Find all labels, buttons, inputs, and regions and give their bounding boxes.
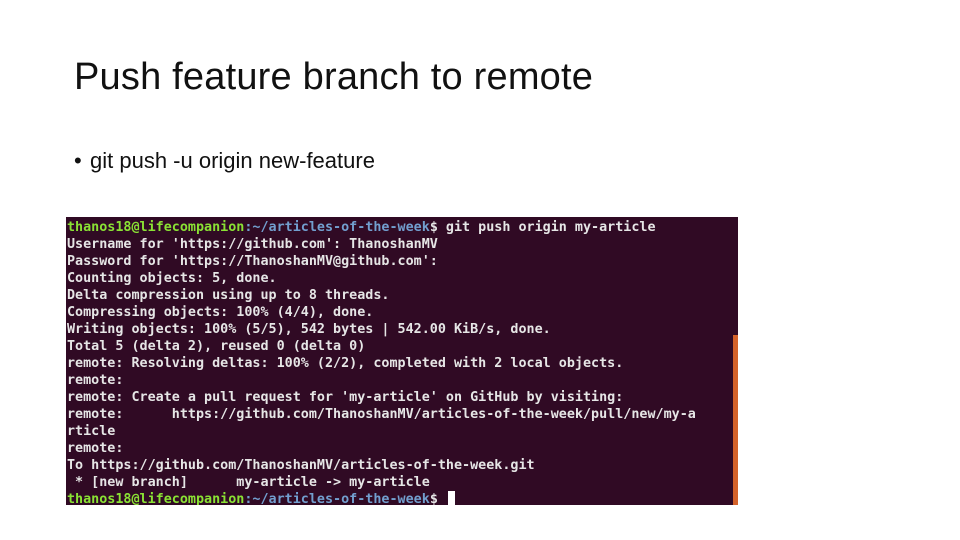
window-edge-accent bbox=[733, 335, 738, 505]
cursor-icon bbox=[447, 491, 455, 505]
terminal-output-line: remote: Resolving deltas: 100% (2/2), co… bbox=[67, 356, 624, 371]
terminal-output-line: remote: Create a pull request for 'my-ar… bbox=[67, 390, 624, 405]
terminal-output-line: remote: bbox=[67, 441, 124, 456]
bullet-list: • git push -u origin new-feature bbox=[74, 148, 375, 174]
bullet-text: git push -u origin new-feature bbox=[90, 148, 375, 173]
prompt-user: thanos18@lifecompanion bbox=[67, 492, 245, 505]
slide-title: Push feature branch to remote bbox=[74, 56, 594, 98]
terminal-output-line: rticle bbox=[67, 424, 116, 439]
terminal-output-line: Delta compression using up to 8 threads. bbox=[67, 288, 390, 303]
terminal-output-line: To https://github.com/ThanoshanMV/articl… bbox=[67, 458, 535, 473]
terminal-output-line: Writing objects: 100% (5/5), 542 bytes |… bbox=[67, 322, 551, 337]
terminal-output-line: Password for 'https://ThanoshanMV@github… bbox=[67, 254, 438, 269]
terminal-output-line: remote: bbox=[67, 373, 124, 388]
terminal-screenshot: thanos18@lifecompanion:~/articles-of-the… bbox=[66, 217, 738, 505]
terminal-final-prompt: thanos18@lifecompanion:~/articles-of-the… bbox=[67, 491, 738, 505]
terminal-command: git push origin my-article bbox=[437, 220, 656, 235]
terminal-output-line: Compressing objects: 100% (4/4), done. bbox=[67, 305, 374, 320]
terminal-output-line: * [new branch] my-article -> my-article bbox=[67, 475, 430, 490]
prompt-path: :~/articles-of-the-week bbox=[244, 220, 430, 235]
prompt-path: :~/articles-of-the-week bbox=[244, 492, 430, 505]
terminal-output-line: Username for 'https://github.com': Thano… bbox=[67, 237, 438, 252]
bullet-dot-icon: • bbox=[74, 148, 82, 173]
terminal-output-line: Total 5 (delta 2), reused 0 (delta 0) bbox=[67, 339, 366, 354]
prompt-symbol: $ bbox=[429, 492, 446, 505]
terminal-command-line: thanos18@lifecompanion:~/articles-of-the… bbox=[67, 219, 738, 236]
prompt-user: thanos18@lifecompanion bbox=[67, 220, 245, 235]
terminal-output-line: remote: https://github.com/ThanoshanMV/a… bbox=[67, 407, 696, 422]
prompt-symbol: $ bbox=[429, 220, 438, 235]
terminal-output-line: Counting objects: 5, done. bbox=[67, 271, 277, 286]
bullet-item: • git push -u origin new-feature bbox=[74, 148, 375, 174]
